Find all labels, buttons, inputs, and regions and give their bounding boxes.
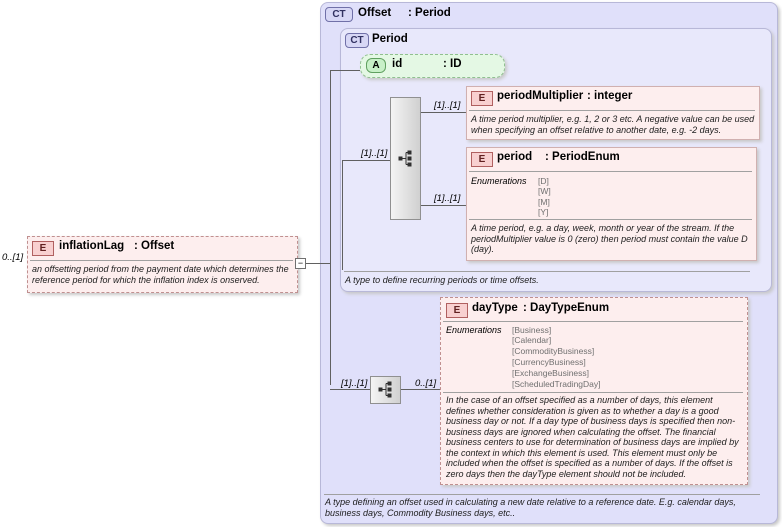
attribute-name: id — [392, 58, 403, 70]
day-type-element[interactable] — [440, 297, 748, 485]
divider — [30, 260, 293, 261]
complex-type-badge: CT — [345, 33, 369, 48]
complex-type-badge: CT — [325, 7, 353, 22]
enum-value: [Business] — [512, 325, 552, 335]
collapse-toggle[interactable]: − — [295, 258, 306, 269]
day-type-cardinality: 0..[1] — [415, 378, 437, 389]
connector — [297, 263, 330, 264]
period-type-doc: A type to define recurring periods or ti… — [345, 275, 539, 285]
connector — [330, 70, 360, 71]
period-multiplier-type: : integer — [587, 90, 633, 102]
sequence-compositor[interactable] — [370, 376, 401, 404]
connector — [342, 160, 343, 270]
period-cardinality: [1]..[1] — [434, 193, 461, 204]
sequence-cardinality: [1]..[1] — [341, 378, 368, 389]
period-type-name: Period — [372, 33, 408, 45]
enumerations-label: Enumerations — [446, 325, 502, 335]
divider — [344, 271, 750, 272]
connector — [420, 112, 466, 113]
inflation-lag-element[interactable] — [27, 236, 298, 293]
attribute-type: : ID — [443, 58, 462, 70]
day-type-doc: In the case of an offset specified as a … — [446, 395, 739, 479]
attribute-badge: A — [366, 58, 386, 73]
divider — [469, 219, 752, 220]
offset-type-doc: A type defining an offset used in calcul… — [325, 497, 736, 518]
enum-value: [W] — [538, 186, 551, 196]
inflation-lag-name: inflationLag — [59, 240, 125, 252]
enum-value: [ExchangeBusiness] — [512, 368, 590, 378]
offset-type-name: Offset — [358, 7, 392, 19]
period-name: period — [497, 151, 533, 163]
inflation-lag-doc: an offsetting period from the payment da… — [32, 264, 289, 285]
enum-value: [Calendar] — [512, 335, 552, 345]
connector — [330, 389, 370, 390]
sequence-icon — [378, 381, 392, 398]
inflation-lag-type: : Offset — [134, 240, 175, 252]
enum-value: [Y] — [538, 207, 549, 217]
sequence-icon — [398, 150, 412, 167]
period-multiplier-doc: A time period multiplier, e.g. 1, 2 or 3… — [471, 114, 755, 135]
enumerations-label: Enumerations — [471, 176, 527, 186]
connector — [420, 205, 466, 206]
connector — [400, 389, 440, 390]
period-element[interactable] — [466, 147, 757, 261]
connector — [330, 70, 331, 385]
element-badge: E — [471, 91, 493, 106]
enum-value: [D] — [538, 176, 549, 186]
sequence-compositor[interactable] — [390, 97, 421, 220]
day-type-type: : DayTypeEnum — [523, 302, 610, 314]
enum-value: [CommodityBusiness] — [512, 346, 595, 356]
element-badge: E — [32, 241, 54, 256]
period-type: : PeriodEnum — [545, 151, 620, 163]
element-badge: E — [471, 152, 493, 167]
divider — [443, 392, 743, 393]
period-multiplier-cardinality: [1]..[1] — [434, 100, 461, 111]
inflation-lag-cardinality: 0..[1] — [2, 252, 24, 263]
day-type-name: dayType — [472, 302, 518, 314]
period-multiplier-element[interactable] — [466, 86, 760, 140]
period-doc: A time period, e.g. a day, week, month o… — [471, 223, 748, 254]
enum-value: [M] — [538, 197, 550, 207]
period-multiplier-name: periodMultiplier — [497, 90, 584, 102]
divider — [469, 110, 755, 111]
element-badge: E — [446, 303, 468, 318]
divider — [443, 321, 743, 322]
connector — [342, 160, 390, 161]
offset-type-type: : Period — [408, 7, 451, 19]
enum-value: [ScheduledTradingDay] — [512, 379, 601, 389]
divider — [469, 171, 752, 172]
divider — [324, 494, 760, 495]
enum-value: [CurrencyBusiness] — [512, 357, 586, 367]
sequence-cardinality: [1]..[1] — [361, 148, 388, 159]
